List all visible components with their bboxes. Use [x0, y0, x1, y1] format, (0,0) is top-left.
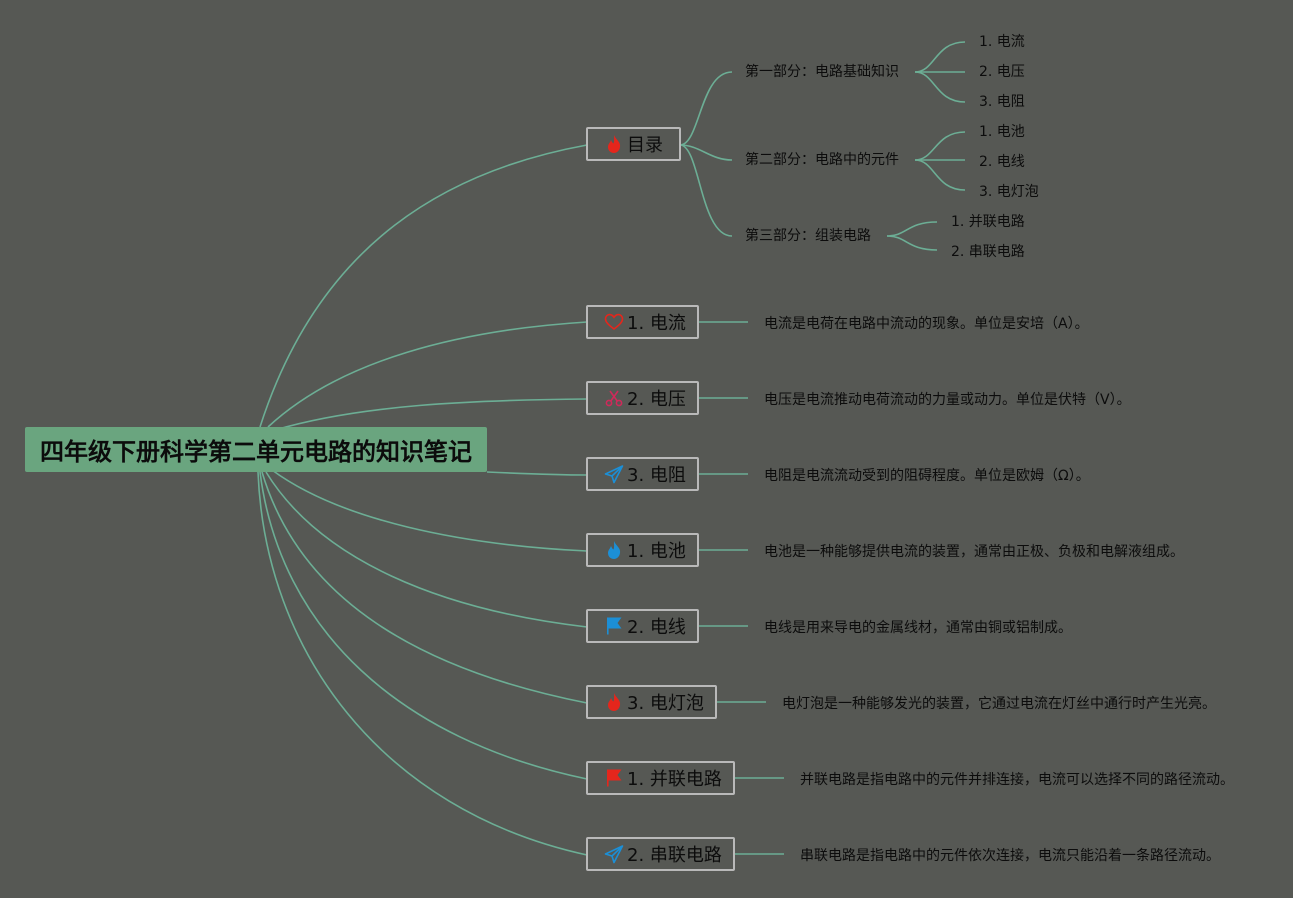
root-node[interactable]: 四年级下册科学第二单元电路的知识笔记 — [25, 427, 487, 472]
toc-section-3-label[interactable]: 第三部分：组装电路 — [745, 228, 871, 244]
link-root-topic-7 — [259, 471, 588, 780]
topic-node-3[interactable]: 3. 电阻 — [586, 457, 699, 491]
paper-plane-icon — [604, 844, 624, 864]
topic-description-6[interactable]: 电灯泡是一种能够发光的装置，它通过电流在灯丝中通行时产生光亮。 — [782, 696, 1216, 712]
topic-description-1[interactable]: 电流是电荷在电路中流动的现象。单位是安培（A）。 — [764, 316, 1089, 332]
toc-section-2-label[interactable]: 第二部分：电路中的元件 — [745, 152, 899, 168]
toc-section-1-label[interactable]: 第一部分：电路基础知识 — [745, 64, 899, 80]
link-toc-section-1 — [679, 71, 733, 146]
topic-description-7[interactable]: 并联电路是指电路中的元件并排连接，电流可以选择不同的路径流动。 — [800, 772, 1234, 788]
toc-s2-item-3[interactable]: 3. 电灯泡 — [979, 184, 1039, 200]
toc-s1-item-3[interactable]: 3. 电阻 — [979, 94, 1025, 110]
topic-description-5[interactable]: 电线是用来导电的金属线材，通常由铜或铝制成。 — [764, 620, 1072, 636]
flag-icon — [604, 768, 624, 788]
fire-icon — [604, 134, 624, 154]
toc-s1-item-2[interactable]: 2. 电压 — [979, 64, 1025, 80]
toc-node[interactable]: 目录 — [586, 127, 681, 161]
toc-s2-item-2[interactable]: 2. 电线 — [979, 154, 1025, 170]
topic-node-8[interactable]: 2. 串联电路 — [586, 837, 735, 871]
topic-node-6[interactable]: 3. 电灯泡 — [586, 685, 717, 719]
link-root-topic-1 — [267, 321, 588, 428]
link-root-topic-6 — [261, 471, 588, 704]
toc-s3-item-1[interactable]: 1. 并联电路 — [951, 214, 1025, 230]
scissors-icon — [604, 388, 624, 408]
link-root-topic-2 — [274, 398, 588, 431]
root-title: 四年级下册科学第二单元电路的知识笔记 — [40, 438, 472, 466]
toc-s1-item-1[interactable]: 1. 电流 — [979, 34, 1025, 50]
topic-label-8: 2. 串联电路 — [627, 845, 722, 866]
fire-icon — [604, 692, 624, 712]
topic-node-2[interactable]: 2. 电压 — [586, 381, 699, 415]
toc-s3-item-2[interactable]: 2. 串联电路 — [951, 244, 1025, 260]
link-s1-item-3 — [914, 71, 966, 103]
fire-icon — [604, 540, 624, 560]
topic-label-2: 2. 电压 — [627, 389, 686, 410]
topic-node-7[interactable]: 1. 并联电路 — [586, 761, 735, 795]
heart-outline-icon — [604, 312, 624, 332]
link-s1-item-1 — [914, 41, 966, 73]
topic-label-6: 3. 电灯泡 — [627, 693, 704, 714]
paper-plane-icon — [604, 464, 624, 484]
topic-description-4[interactable]: 电池是一种能够提供电流的装置，通常由正极、负极和电解液组成。 — [764, 544, 1184, 560]
topic-node-5[interactable]: 2. 电线 — [586, 609, 699, 643]
topic-description-2[interactable]: 电压是电流推动电荷流动的力量或动力。单位是伏特（V）。 — [764, 392, 1131, 408]
link-toc-section-3 — [679, 144, 733, 237]
link-toc-section-2 — [679, 144, 733, 161]
link-root-topic-3 — [486, 471, 588, 476]
topic-label-7: 1. 并联电路 — [627, 769, 722, 790]
toc-label: 目录 — [627, 135, 663, 156]
link-s2-item-1 — [914, 131, 966, 161]
link-root-topic-8 — [257, 471, 588, 856]
topic-label-5: 2. 电线 — [627, 617, 686, 638]
link-root-topic-5 — [265, 471, 588, 628]
link-root-toc — [259, 144, 588, 428]
topic-description-3[interactable]: 电阻是电流流动受到的阻碍程度。单位是欧姆（Ω）。 — [764, 468, 1090, 484]
topic-node-4[interactable]: 1. 电池 — [586, 533, 699, 567]
topic-label-1: 1. 电流 — [627, 313, 686, 334]
flag-icon — [604, 616, 624, 636]
topic-label-4: 1. 电池 — [627, 541, 686, 562]
toc-s2-item-1[interactable]: 1. 电池 — [979, 124, 1025, 140]
topic-description-8[interactable]: 串联电路是指电路中的元件依次连接，电流只能沿着一条路径流动。 — [800, 848, 1220, 864]
topic-label-3: 3. 电阻 — [627, 465, 686, 486]
link-s3-item-1 — [886, 221, 938, 237]
topic-node-1[interactable]: 1. 电流 — [586, 305, 699, 339]
link-s3-item-2 — [886, 235, 938, 251]
link-s2-item-3 — [914, 159, 966, 191]
link-root-topic-4 — [271, 469, 588, 552]
